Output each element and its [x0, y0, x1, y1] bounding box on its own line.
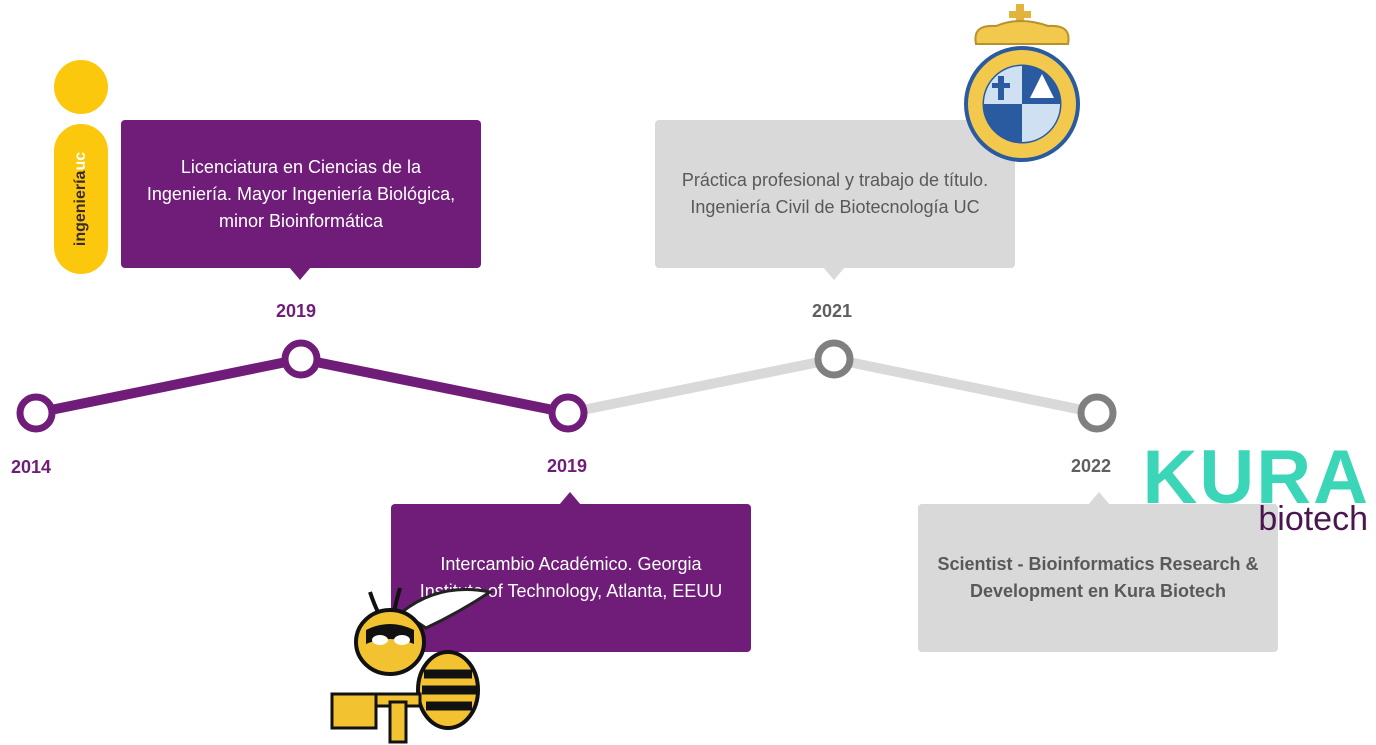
logo-text-accent: uc — [72, 151, 89, 171]
logo-dot — [54, 60, 108, 114]
timeline-segment-2019-2019 — [300, 354, 569, 418]
kura-wordmark: KURA — [1142, 435, 1370, 520]
timeline-node-2019b — [548, 393, 588, 433]
logo-bar: ingenieríauc — [54, 124, 108, 274]
timeline-node-2021 — [814, 339, 854, 379]
year-label-2021: 2021 — [812, 301, 853, 321]
ingenieria-uc-logo: ingenieríauc — [52, 60, 110, 274]
event-card-kura: Scientist - Bioinformatics Research & De… — [918, 504, 1278, 652]
event-card-pointer — [1088, 492, 1110, 505]
event-card-licenciatura: Licenciatura en Ciencias de la Ingenierí… — [121, 120, 481, 268]
kura-biotech-logo: KURA biotech — [1136, 440, 1374, 540]
event-card-practica: Práctica profesional y trabajo de título… — [655, 120, 1015, 268]
georgia-tech-buzz-logo — [330, 587, 494, 744]
timeline-node-2014 — [16, 393, 56, 433]
year-label-2022: 2022 — [1071, 456, 1112, 476]
timeline-node-2019a — [281, 339, 321, 379]
logo-text: ingenieríauc — [72, 152, 90, 246]
event-card-pointer — [559, 492, 581, 505]
logo-text-main: ingeniería — [72, 170, 89, 247]
event-card-intercambio: Intercambio Académico. Georgia Institute… — [391, 504, 751, 652]
timeline-node-2022 — [1077, 393, 1117, 433]
event-card-pointer — [289, 267, 311, 280]
timeline-segment-2014-2019 — [35, 354, 302, 418]
year-label-2019-bottom: 2019 — [547, 456, 588, 476]
biotech-wordmark: biotech — [1258, 500, 1368, 538]
puc-seal-logo — [964, 4, 1080, 162]
timeline-segment-2021-2022 — [832, 354, 1099, 418]
year-label-2019-top: 2019 — [276, 301, 317, 321]
event-card-pointer — [823, 267, 845, 280]
timeline-segment-2019-2021 — [567, 354, 835, 418]
year-label-2014: 2014 — [11, 457, 52, 477]
